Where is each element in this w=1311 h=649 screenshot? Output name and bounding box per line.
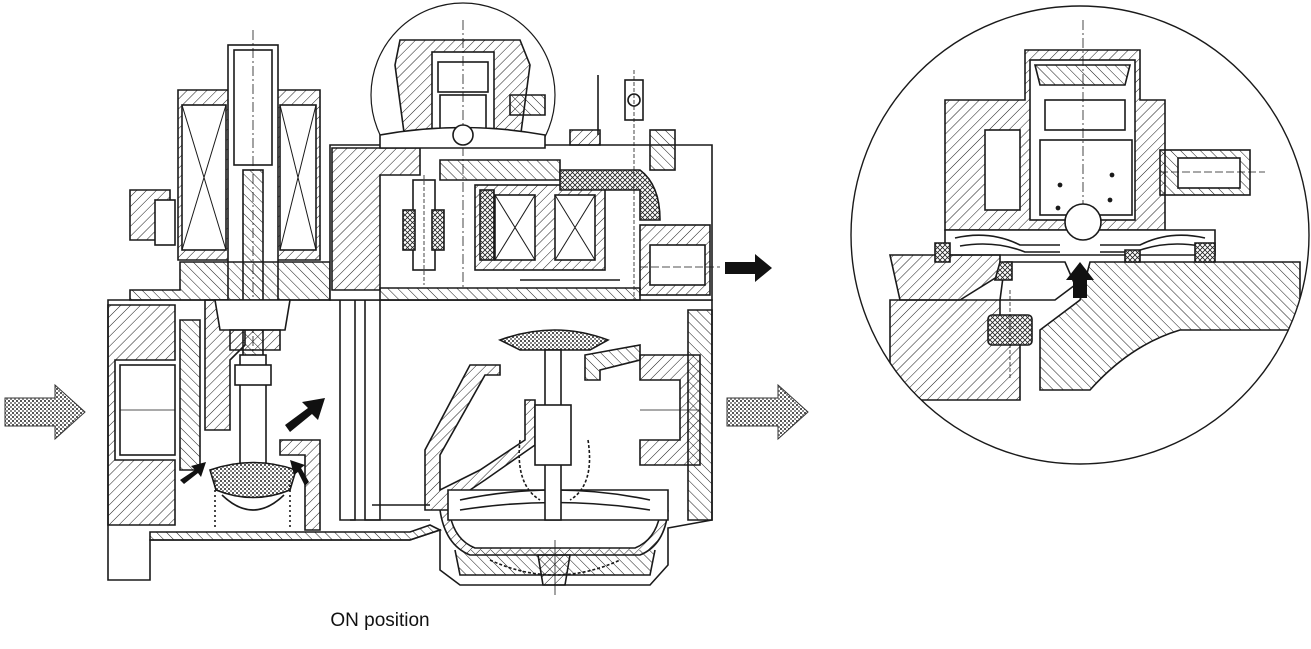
detail-view (850, 5, 1310, 465)
inlet-flow-arrow (4, 383, 86, 441)
internal-flow-arrow-main (285, 398, 325, 432)
pressure-regulator-section (329, 2, 720, 301)
flow-arrows (4, 254, 809, 486)
detail-up-arrow (1066, 262, 1094, 298)
internal-flow-arrow-left (180, 462, 206, 484)
solenoid-coil-assembly (129, 30, 331, 530)
diagram-caption: ON position (330, 610, 430, 631)
outlet-flow-arrow (726, 383, 809, 441)
main-valve-body (107, 299, 713, 595)
regulator-outlet-arrow (725, 254, 772, 282)
internal-flow-arrow-right (290, 460, 309, 486)
